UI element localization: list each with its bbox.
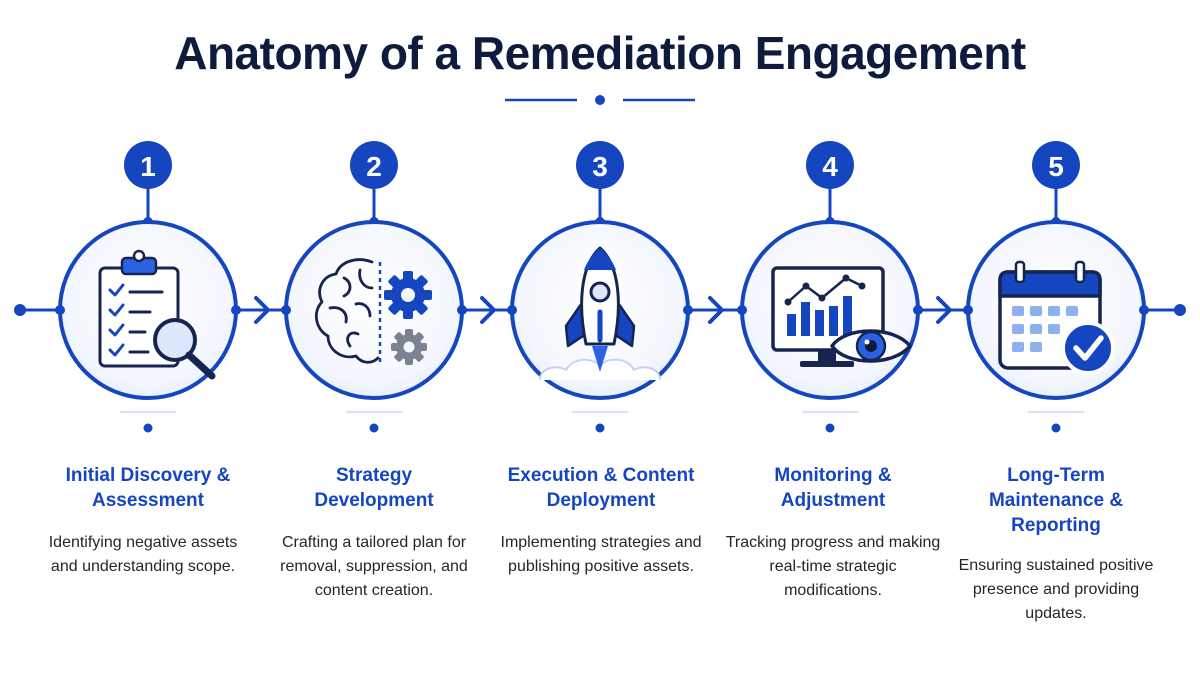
step-3-description: Implementing strategies and publishing p… xyxy=(500,534,702,575)
step-4-title: Monitoring & Adjustment xyxy=(774,465,892,511)
step-4-description: Tracking progress and making real-time s… xyxy=(725,534,941,599)
step-3: 3 xyxy=(507,141,693,433)
step-badge xyxy=(350,141,398,189)
step-5-title: Long-Term Maintenance & Reporting xyxy=(988,465,1124,536)
connector-line xyxy=(14,304,1186,316)
step-2: 2 xyxy=(281,141,467,433)
page-title: Anatomy of a Remediation Engagement xyxy=(174,27,1026,79)
step-5-description: Ensuring sustained positive presence and… xyxy=(958,557,1154,622)
clipboard-magnifier-icon xyxy=(98,249,216,380)
rocket-icon xyxy=(539,246,661,381)
step-number: 2 xyxy=(366,151,382,182)
step-number: 3 xyxy=(592,151,608,182)
step-3-title: Execution & Content Deployment xyxy=(507,465,695,511)
step-2-description: Crafting a tailored plan for removal, su… xyxy=(280,534,468,599)
step-4: 4 xyxy=(737,141,923,433)
step-5: 5 xyxy=(963,141,1149,433)
brain-gears-icon xyxy=(314,258,432,365)
step-badge xyxy=(1032,141,1080,189)
step-badge xyxy=(576,141,624,189)
arrow-icon xyxy=(254,296,952,324)
step-number: 1 xyxy=(140,151,156,182)
step-number: 5 xyxy=(1048,151,1064,182)
step-2-title: Strategy Development xyxy=(314,465,434,511)
step-1-title: Initial Discovery & Assessment xyxy=(65,465,231,511)
calendar-check-icon xyxy=(998,260,1115,375)
title-divider xyxy=(505,95,695,105)
step-1-description: Identifying negative assets and understa… xyxy=(48,534,238,575)
step-badge xyxy=(806,141,854,189)
process-diagram: 1 xyxy=(14,141,1186,433)
step-number: 4 xyxy=(822,151,838,182)
monitor-eye-icon xyxy=(771,266,912,367)
step-1: 1 xyxy=(55,141,241,433)
step-badge xyxy=(124,141,172,189)
